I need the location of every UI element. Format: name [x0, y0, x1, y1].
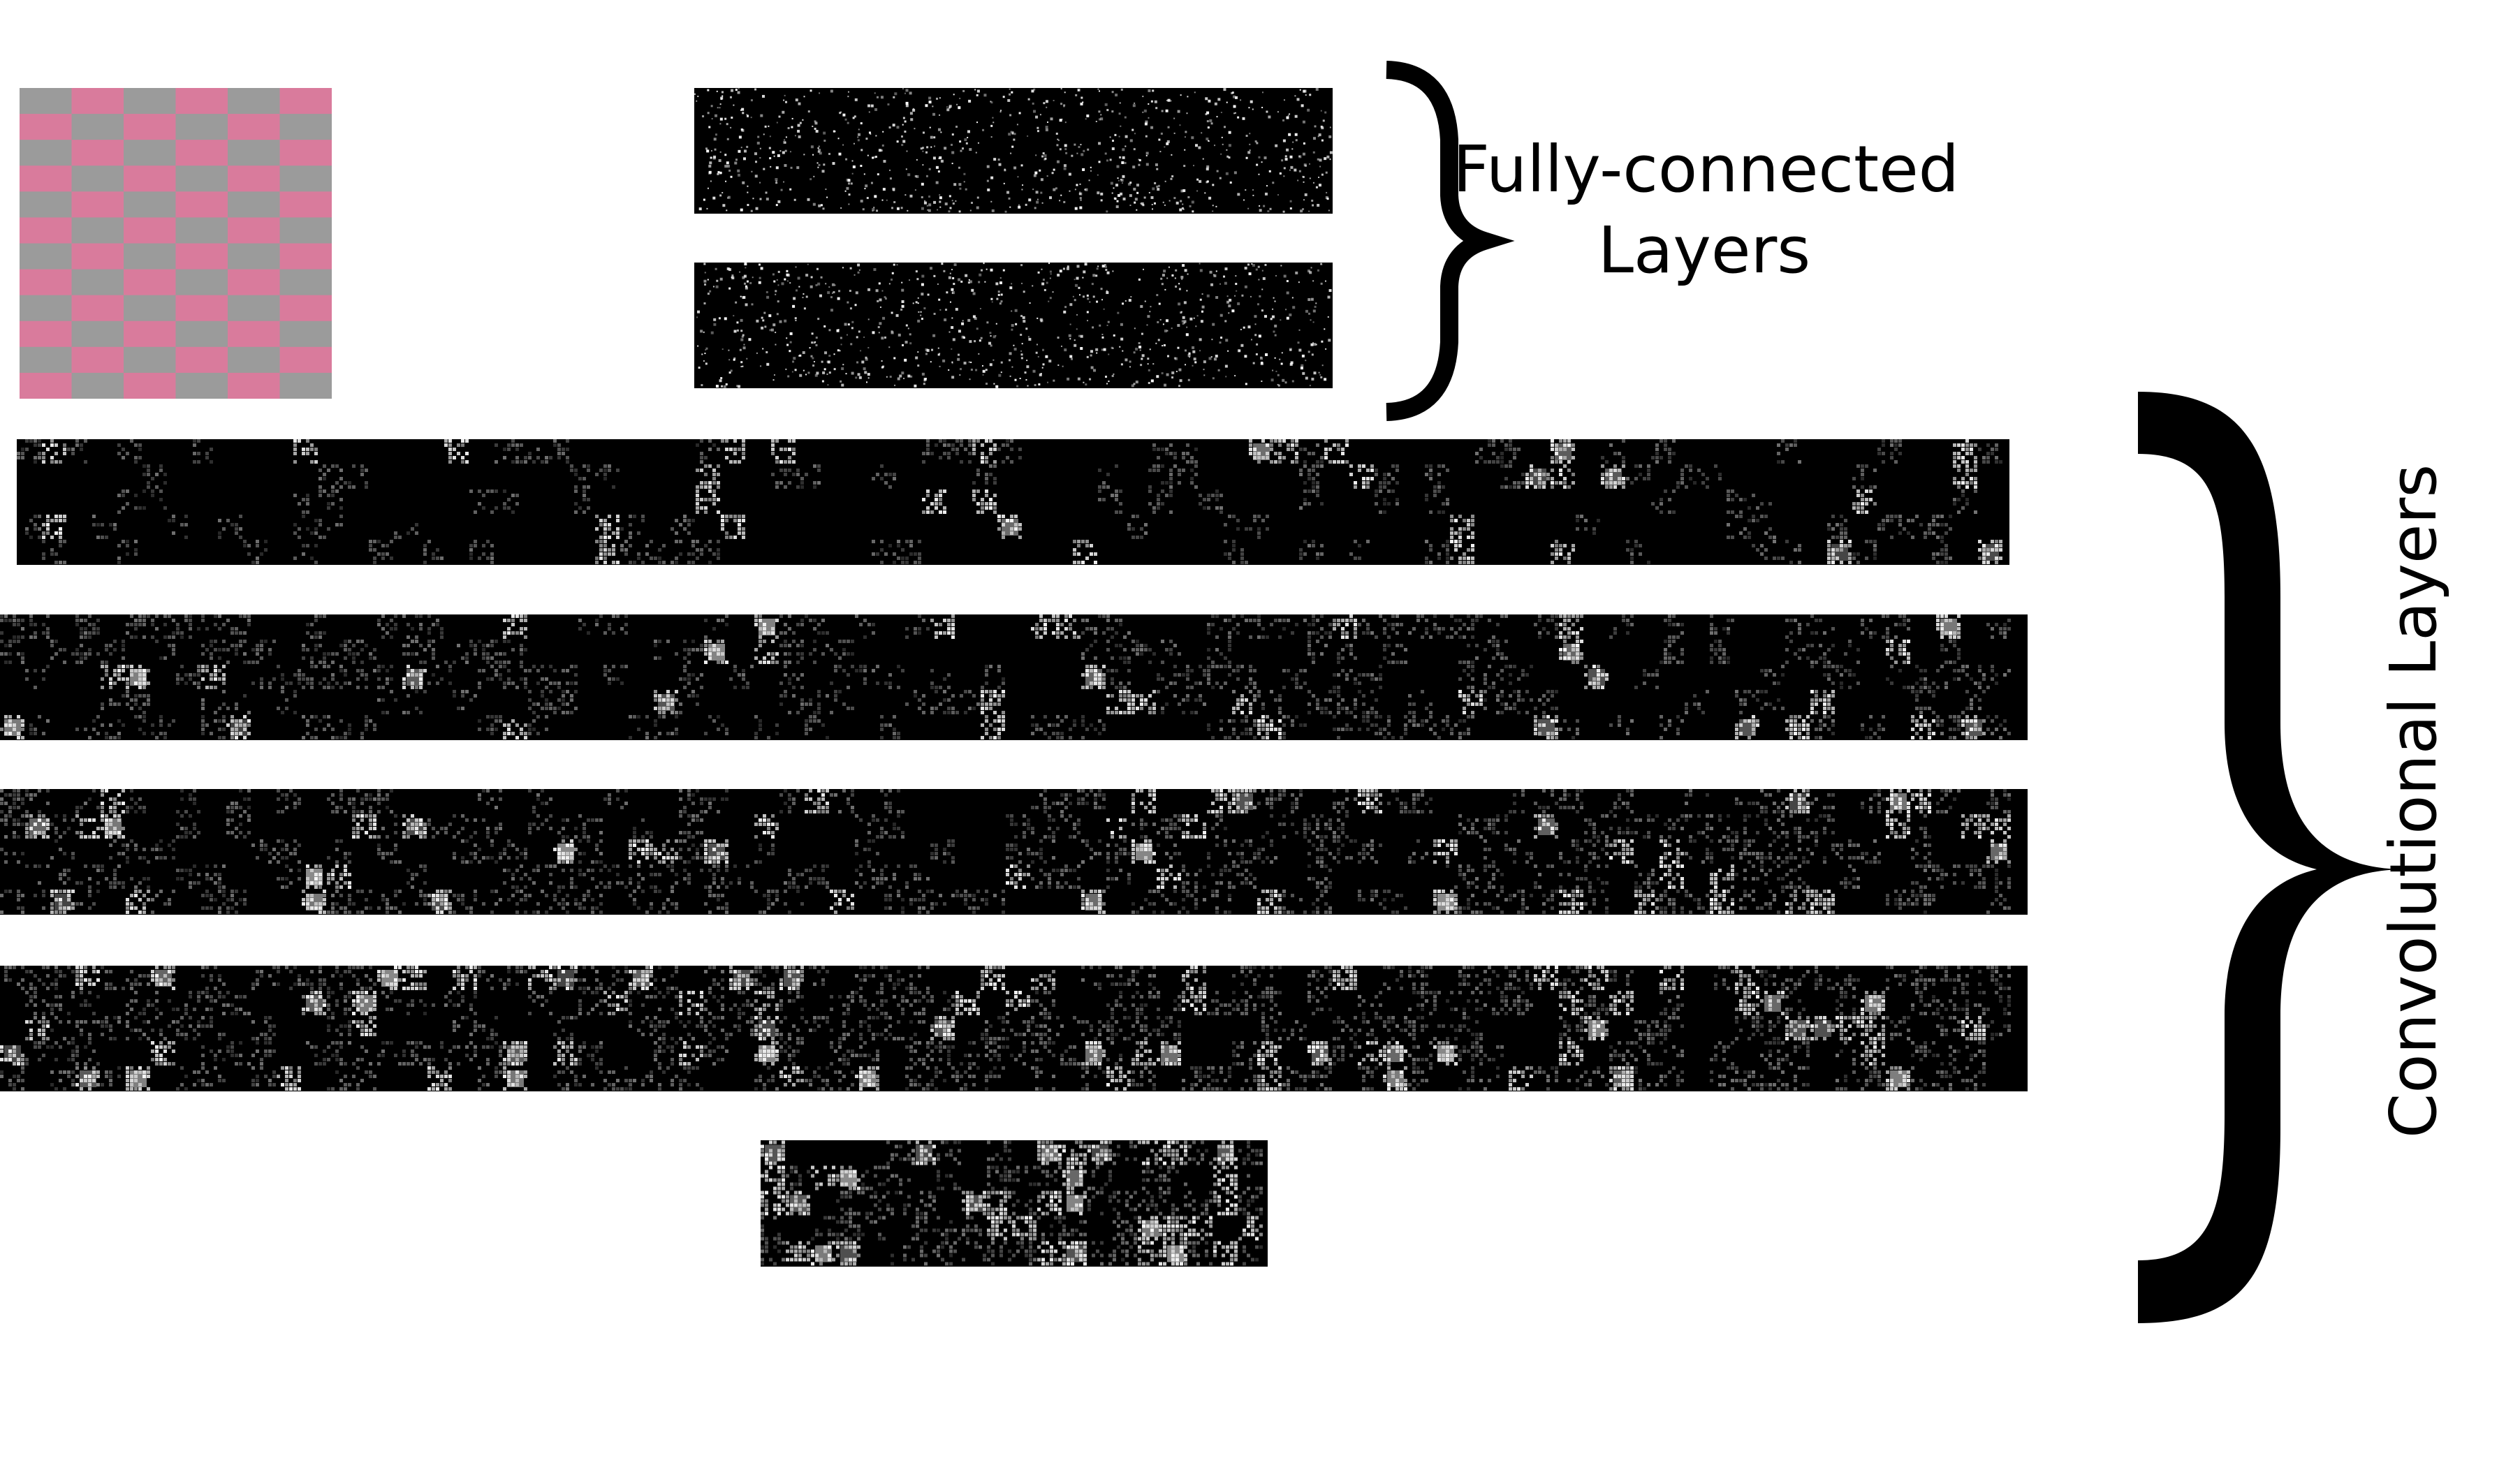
conv-layer-2-filters [0, 614, 2011, 739]
conv-layer-2 [0, 614, 2028, 740]
conv-layer-4-filters [0, 966, 2011, 1091]
input-checkerboard-grid [20, 88, 332, 399]
conv-layer-5 [761, 1140, 1268, 1267]
conv-layer-5-filters [761, 1140, 1263, 1266]
curly-brace-right-icon [1386, 61, 1515, 421]
fully-connected-layer-2-weights [696, 263, 1332, 388]
conv-layer-1-filters [17, 439, 2002, 564]
curly-brace-right-icon [2138, 392, 2406, 1323]
fully-connected-layer-1-weights [694, 88, 1333, 213]
conv-layer-3-filters [0, 789, 2011, 914]
fully-connected-layer-2 [694, 263, 1333, 388]
fully-connected-layer-1 [694, 88, 1333, 214]
fully-connected-label-line2: Layers [1597, 213, 1811, 288]
fully-connected-label: Fully-connected Layers [1453, 129, 1960, 291]
convolutional-label: Convolutional Layers [2376, 464, 2451, 1138]
input-checkerboard [20, 88, 332, 399]
conv-layer-4 [0, 966, 2028, 1091]
conv-layer-1 [17, 439, 2009, 565]
conv-layer-3 [0, 789, 2028, 915]
fully-connected-label-line1: Fully-connected [1453, 132, 1960, 207]
